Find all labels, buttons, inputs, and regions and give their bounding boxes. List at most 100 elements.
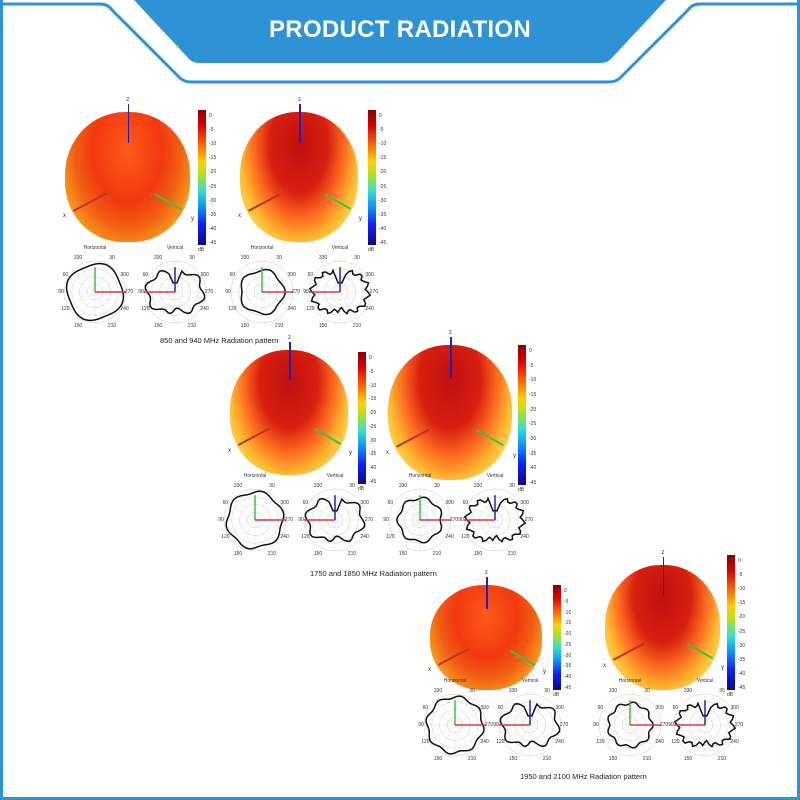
polar-angle-label: 90 [138, 288, 144, 295]
horizontal-label: Horizontal [83, 245, 107, 251]
polar-angle-label: 150 [683, 755, 693, 762]
polar-angle-label: 150 [153, 322, 163, 329]
colorbar-tick: -20 [564, 631, 572, 638]
y-axis-label: y [349, 450, 352, 456]
polar-angle-label: 300 [520, 499, 529, 506]
x-axis-label: x [228, 447, 231, 454]
y-axis-label: y [359, 216, 362, 222]
polar-angle-label: 60 [62, 271, 69, 278]
polar-angle-label: 270 [204, 288, 214, 295]
polar-angle-label: 90 [668, 721, 674, 728]
colorbar-unit: dB [727, 692, 734, 698]
colorbar-tick: -40 [738, 670, 746, 677]
polar-angle-label: 120 [141, 305, 150, 312]
vertical-label: Vertical [486, 473, 504, 479]
colorbar-tick: -35 [369, 451, 377, 458]
colorbar-tick: -10 [379, 141, 387, 148]
colorbar-tick: -10 [369, 382, 377, 389]
polar-angle-label: 300 [120, 271, 129, 278]
vertical-polar-plot [463, 488, 527, 552]
colorbar-tick: -25 [209, 183, 217, 190]
polar-angle-label: 270 [364, 516, 374, 523]
banner-shape [0, 0, 800, 84]
polar-angle-label: 210 [642, 755, 652, 762]
y-axis-label: y [543, 669, 546, 675]
polar-angle-label: 270 [559, 721, 569, 728]
polar-angle-label: 90 [58, 288, 64, 295]
polar-angle-label: 30 [109, 254, 115, 261]
colorbar-tick: -30 [379, 197, 387, 204]
colorbar-tick: -35 [529, 450, 537, 457]
polar-angle-label: 240 [520, 533, 529, 540]
polar-angle-label: 30 [469, 687, 475, 694]
x-axis-label: x [428, 666, 431, 673]
polar-angle-label: 120 [228, 305, 237, 312]
colorbar-tick: -5 [738, 572, 743, 579]
polar-angle-label: 60 [597, 704, 604, 711]
polar-angle-label: 210 [187, 322, 197, 329]
y-axis-label: y [721, 665, 724, 671]
polar-angle-label: 210 [542, 755, 552, 762]
z-axis [299, 104, 301, 143]
polar-angle-label: 270 [734, 721, 744, 728]
colorbar-tick: -15 [564, 620, 572, 627]
polar-angle-label: 120 [671, 738, 680, 745]
polar-angle-label: 210 [467, 755, 477, 762]
colorbar-tick: -15 [738, 600, 746, 607]
polar-angle-label: 300 [655, 704, 664, 711]
colorbar-tick: -20 [209, 169, 217, 176]
colorbar-tick: -25 [369, 423, 377, 430]
polar-angle-label: 330 [508, 687, 518, 694]
colorbar-tick: -20 [529, 406, 537, 413]
vertical-polar-plot [143, 260, 207, 324]
colorbar-tick: -30 [738, 642, 746, 649]
vertical-label: Vertical [326, 473, 344, 479]
polar-angle-label: 270 [124, 288, 134, 295]
caption-850-940: 850 and 940 MHz Radiation pattern [160, 336, 279, 345]
polar-angle-label: 120 [421, 738, 430, 745]
polar-angle-label: 30 [434, 482, 440, 489]
colorbar-tick: -15 [379, 155, 387, 162]
polar-angle-label: 120 [496, 738, 505, 745]
z-axis-label: z [485, 570, 488, 576]
polar-angle-label: 150 [608, 755, 618, 762]
horizontal-polar-plot [423, 693, 487, 757]
colorbar-tick: -35 [379, 211, 387, 218]
polar-angle-label: 60 [222, 499, 229, 506]
polar-angle-label: 300 [480, 704, 489, 711]
colorbar-tick: -5 [209, 127, 214, 134]
polar-angle-label: 90 [593, 721, 599, 728]
polar-angle-label: 150 [508, 755, 518, 762]
colorbar-unit: dB [368, 247, 375, 253]
colorbar-tick: -30 [369, 437, 377, 444]
x-axis-label: x [238, 213, 241, 220]
colorbar-tick: -30 [529, 436, 537, 442]
polar-angle-label: 90 [303, 288, 309, 295]
polar-angle-label: 240 [365, 305, 374, 312]
polar-angle-label: 210 [507, 550, 517, 557]
polar-angle-label: 210 [717, 755, 727, 762]
colorbar-tick: 0 [564, 588, 567, 594]
polar-angle-label: 30 [189, 254, 195, 261]
z-axis [289, 342, 291, 380]
horizontal-polar-plot [223, 488, 287, 552]
polar-angle-label: 120 [306, 305, 315, 312]
polar-angle-label: 270 [449, 516, 459, 523]
polar-angle-label: 120 [61, 305, 70, 312]
polar-angle-label: 330 [233, 482, 243, 489]
colorbar-tick: -40 [564, 674, 572, 681]
colorbar-tick: -45 [209, 240, 217, 246]
vertical-label: Vertical [166, 245, 184, 251]
colorbar-tick: -30 [209, 197, 217, 204]
colorbar-unit: dB [358, 486, 365, 492]
y-axis-label: y [513, 453, 516, 459]
polar-angle-label: 60 [229, 271, 236, 278]
polar-angle-label: 240 [120, 305, 129, 312]
polar-angle-label: 330 [318, 254, 328, 261]
z-axis [662, 557, 664, 595]
polar-angle-label: 270 [291, 288, 301, 295]
